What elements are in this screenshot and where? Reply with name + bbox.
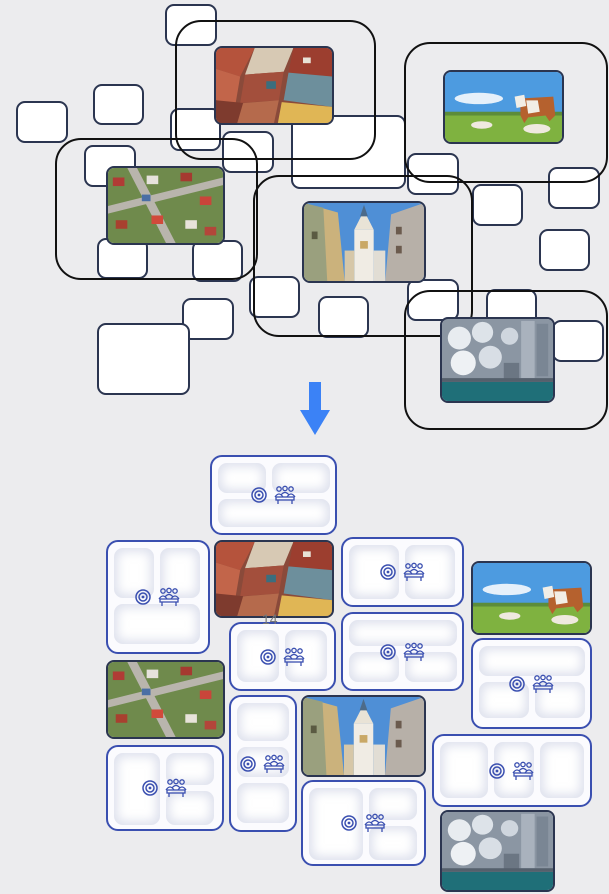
faint-mark: 14	[262, 611, 278, 627]
suburb-aerial-photo	[106, 166, 225, 245]
tile-icons	[341, 813, 387, 833]
empty-box	[472, 184, 523, 226]
team-meeting-icon	[273, 485, 297, 505]
group-tile	[210, 455, 337, 535]
team-meeting-icon	[164, 778, 188, 798]
group-tile	[229, 695, 297, 832]
target-icon	[509, 676, 525, 692]
empty-box	[93, 84, 144, 125]
rooftops-photo	[214, 540, 334, 618]
industrial-tanks-photo	[440, 810, 555, 892]
placeholder-block	[237, 783, 289, 823]
group-tile	[471, 638, 592, 729]
down-arrow-icon	[300, 382, 330, 436]
tile-icons	[380, 562, 426, 582]
placeholder-block	[479, 646, 585, 676]
tile-icons	[240, 754, 286, 774]
target-icon	[380, 644, 396, 660]
tile-icons	[509, 674, 555, 694]
team-meeting-icon	[402, 562, 426, 582]
team-meeting-icon	[402, 642, 426, 662]
group-tile	[341, 612, 464, 691]
rooftops-photo	[214, 46, 334, 125]
tile-icons	[260, 647, 306, 667]
team-meeting-icon	[511, 761, 535, 781]
team-meeting-icon	[157, 587, 181, 607]
target-icon	[135, 589, 151, 605]
placeholder-block	[237, 703, 289, 741]
group-tile	[106, 745, 224, 831]
group-tile	[301, 780, 426, 866]
group-tile	[432, 734, 592, 807]
team-meeting-icon	[531, 674, 555, 694]
target-icon	[489, 763, 505, 779]
cows-photo	[471, 561, 592, 635]
target-icon	[251, 487, 267, 503]
empty-box	[16, 101, 68, 143]
tower-street-photo	[302, 201, 426, 283]
group-tile	[341, 537, 464, 607]
team-meeting-icon	[282, 647, 306, 667]
target-icon	[240, 756, 256, 772]
team-meeting-icon	[363, 813, 387, 833]
placeholder-block	[114, 604, 200, 644]
team-meeting-icon	[262, 754, 286, 774]
tile-icons	[489, 761, 535, 781]
placeholder-block	[440, 742, 488, 798]
tile-icons	[380, 642, 426, 662]
group-tile	[229, 622, 336, 691]
group-tile	[106, 540, 210, 654]
industrial-tanks-photo	[440, 317, 555, 403]
target-icon	[341, 815, 357, 831]
empty-box	[539, 229, 590, 271]
target-icon	[380, 564, 396, 580]
tower-street-photo	[301, 695, 426, 777]
placeholder-block	[540, 742, 584, 798]
target-icon	[142, 780, 158, 796]
tile-icons	[135, 587, 181, 607]
tile-icons	[142, 778, 188, 798]
tile-icons	[251, 485, 297, 505]
target-icon	[260, 649, 276, 665]
cows-photo	[443, 70, 564, 144]
suburb-aerial-photo	[106, 660, 225, 739]
empty-box	[97, 323, 190, 395]
